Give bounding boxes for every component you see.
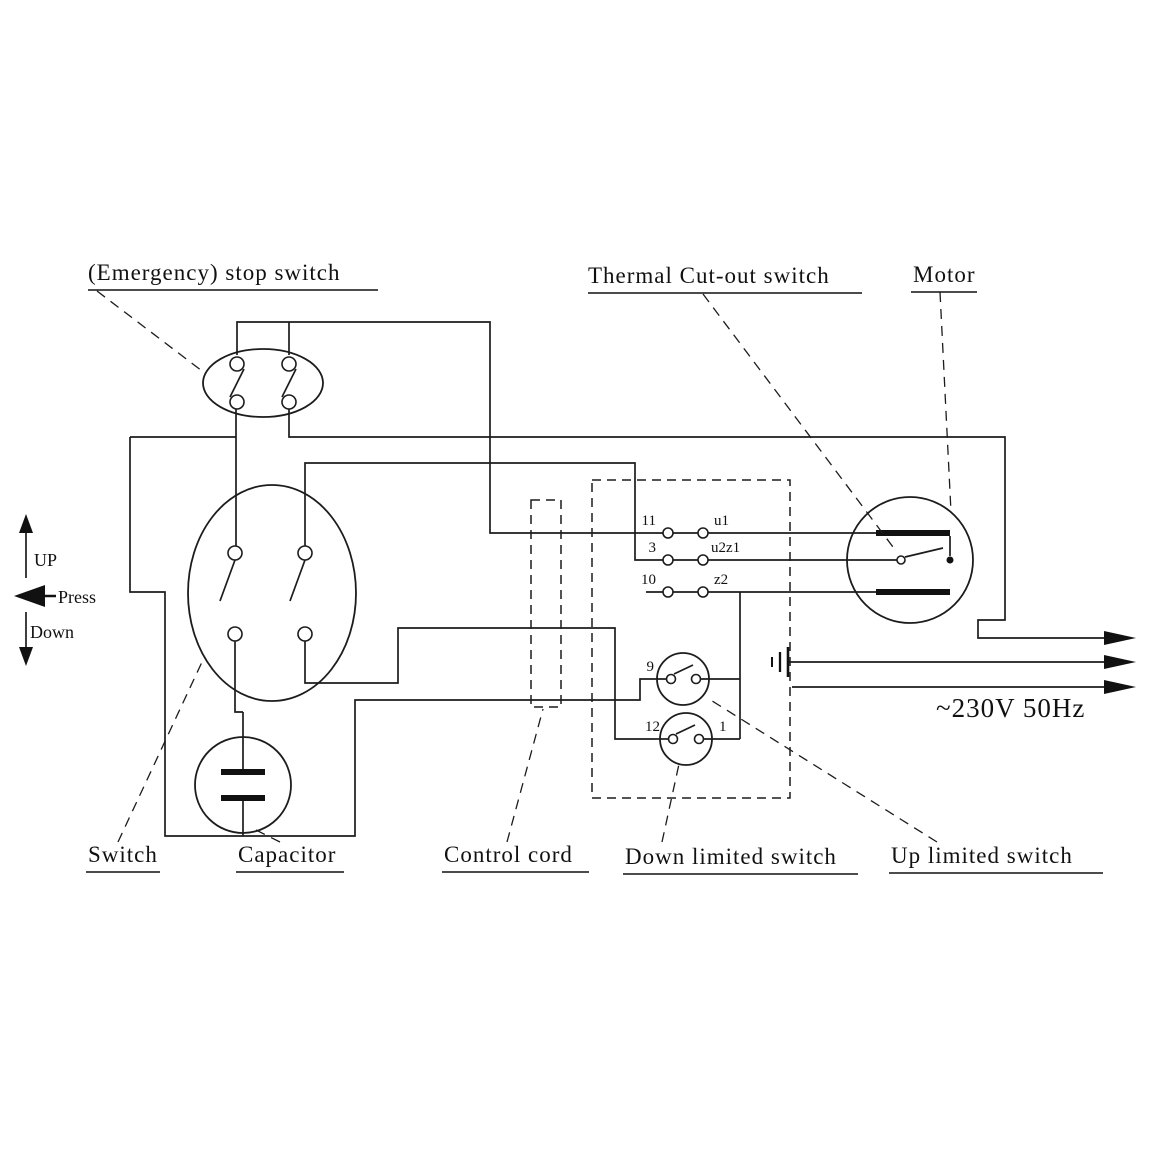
contact-blade	[281, 368, 297, 398]
contact-blade	[673, 664, 694, 675]
arrow-right-icon	[1104, 680, 1136, 694]
terminal	[227, 626, 243, 642]
leader-line	[702, 293, 897, 552]
terminal-label-9: 9	[647, 659, 655, 675]
labels: (Emergency) stop switch Thermal Cut-out …	[86, 260, 1103, 875]
terminal-label-11: 11	[642, 513, 656, 529]
wire	[304, 627, 655, 740]
thermal-contact-terminal	[896, 555, 906, 565]
label-switch: Switch	[88, 842, 158, 867]
terminal	[662, 586, 674, 598]
switch-body	[187, 484, 357, 702]
terminal-box	[591, 479, 791, 799]
terminal-label-3: 3	[649, 540, 657, 556]
wire	[129, 437, 243, 837]
contact-blade	[229, 368, 245, 398]
thermal-contact-blade	[904, 547, 944, 558]
terminal-label-u1: u1	[714, 513, 729, 529]
label-down-limited-switch: Down limited switch	[625, 844, 837, 869]
motor	[846, 496, 974, 624]
terminal	[697, 527, 709, 539]
wires	[129, 321, 1108, 837]
terminal	[662, 527, 674, 539]
capacitor-plate	[221, 769, 265, 775]
terminal	[297, 545, 313, 561]
leader-line	[661, 763, 680, 843]
motor-winding	[876, 530, 950, 536]
terminal	[693, 733, 705, 745]
pendant-switch	[187, 484, 357, 702]
down-limit-switch: 12 1	[645, 712, 740, 766]
terminal-label-u2z1: u2z1	[711, 540, 740, 556]
terminal-label-z2: z2	[714, 572, 728, 588]
terminal	[229, 356, 245, 372]
leader-line	[506, 708, 544, 843]
contact-blade	[675, 724, 696, 735]
up-arrow-icon	[19, 514, 33, 533]
label-thermal-cutout-switch: Thermal Cut-out switch	[588, 263, 830, 288]
wire	[234, 641, 243, 713]
terminal	[697, 586, 709, 598]
leader-lines	[96, 290, 952, 843]
down-arrow-icon	[19, 647, 33, 666]
label-up-limited-switch: Up limited switch	[891, 843, 1073, 868]
terminal	[667, 733, 679, 745]
arrow-right-icon	[1104, 655, 1136, 669]
label-emergency-stop-switch: (Emergency) stop switch	[88, 260, 341, 285]
terminal-label-1: 1	[719, 719, 727, 735]
emergency-stop-switch	[202, 348, 324, 418]
motor-winding	[876, 589, 950, 595]
terminal	[229, 394, 245, 410]
label-motor: Motor	[913, 262, 976, 287]
indicator-press-label: Press	[58, 587, 96, 607]
terminal-label-12: 12	[645, 719, 660, 735]
ground-icon	[771, 647, 790, 677]
up-limit-switch: 9	[647, 652, 740, 706]
wire	[243, 678, 648, 837]
terminal	[697, 554, 709, 566]
motor-body	[846, 496, 974, 624]
direction-indicator: UP Press Down	[14, 514, 96, 666]
label-power-supply: ~230V 50Hz	[936, 693, 1085, 723]
control-cord-box	[530, 499, 562, 708]
leader-line	[255, 829, 281, 843]
emergency-switch-body	[202, 348, 324, 418]
contact-blade	[289, 559, 306, 602]
contact-blade	[219, 559, 236, 602]
terminal	[227, 545, 243, 561]
leader-line	[96, 290, 207, 375]
press-arrow-icon	[14, 585, 45, 607]
wire	[288, 409, 1108, 639]
terminal	[281, 394, 297, 410]
label-control-cord: Control cord	[444, 842, 573, 867]
leader-line	[117, 661, 203, 843]
capacitor	[194, 641, 292, 836]
terminal-row-10: 10 z2	[641, 572, 876, 598]
arrow-right-icon	[1104, 631, 1136, 645]
leader-line	[708, 698, 938, 843]
terminal	[690, 673, 702, 685]
thermal-contact-dot	[946, 556, 954, 564]
label-capacitor: Capacitor	[238, 842, 336, 867]
power-arrows	[1104, 631, 1136, 694]
terminal-row-11: 11 u1	[642, 513, 876, 539]
terminal	[297, 626, 313, 642]
indicator-down-label: Down	[30, 622, 74, 642]
terminal	[281, 356, 297, 372]
capacitor-plate	[221, 795, 265, 801]
wire	[304, 462, 646, 561]
leader-line	[939, 291, 952, 513]
terminal	[662, 554, 674, 566]
terminal-label-10: 10	[641, 572, 656, 588]
terminal	[665, 673, 677, 685]
terminal-row-3: 3 u2z1	[646, 540, 897, 566]
wire	[236, 321, 646, 534]
indicator-up-label: UP	[34, 550, 57, 570]
